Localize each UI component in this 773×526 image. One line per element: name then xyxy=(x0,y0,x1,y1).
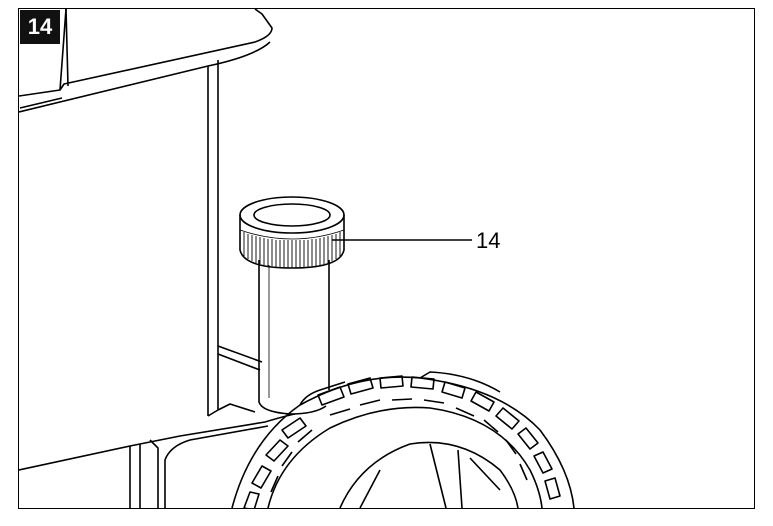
knurled-knob xyxy=(239,196,345,269)
body-panel xyxy=(207,60,263,417)
base xyxy=(19,413,296,508)
figure-number-badge: 14 xyxy=(20,10,60,44)
wheel xyxy=(231,371,575,508)
tube xyxy=(258,260,330,415)
figure-frame xyxy=(18,8,755,509)
callout-label: 14 xyxy=(476,228,501,253)
housing-top xyxy=(19,9,273,113)
